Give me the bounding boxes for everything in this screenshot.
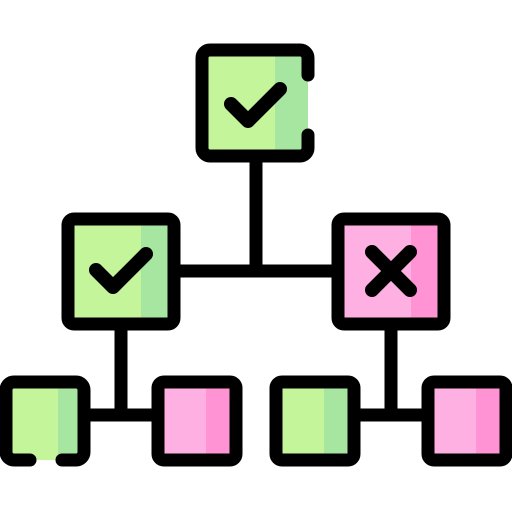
node-root [195, 43, 315, 163]
checkmark-icon [224, 82, 287, 128]
node-leaf-3 [269, 375, 361, 467]
connectors [75, 151, 437, 422]
checkmark-icon [89, 247, 153, 294]
node-leaf-4 [421, 375, 512, 467]
cross-icon [365, 245, 417, 297]
node-mid-right [331, 212, 451, 331]
node-leaf-2 [151, 375, 243, 467]
node-leaf-1 [0, 375, 91, 467]
node-mid-left [61, 212, 181, 331]
